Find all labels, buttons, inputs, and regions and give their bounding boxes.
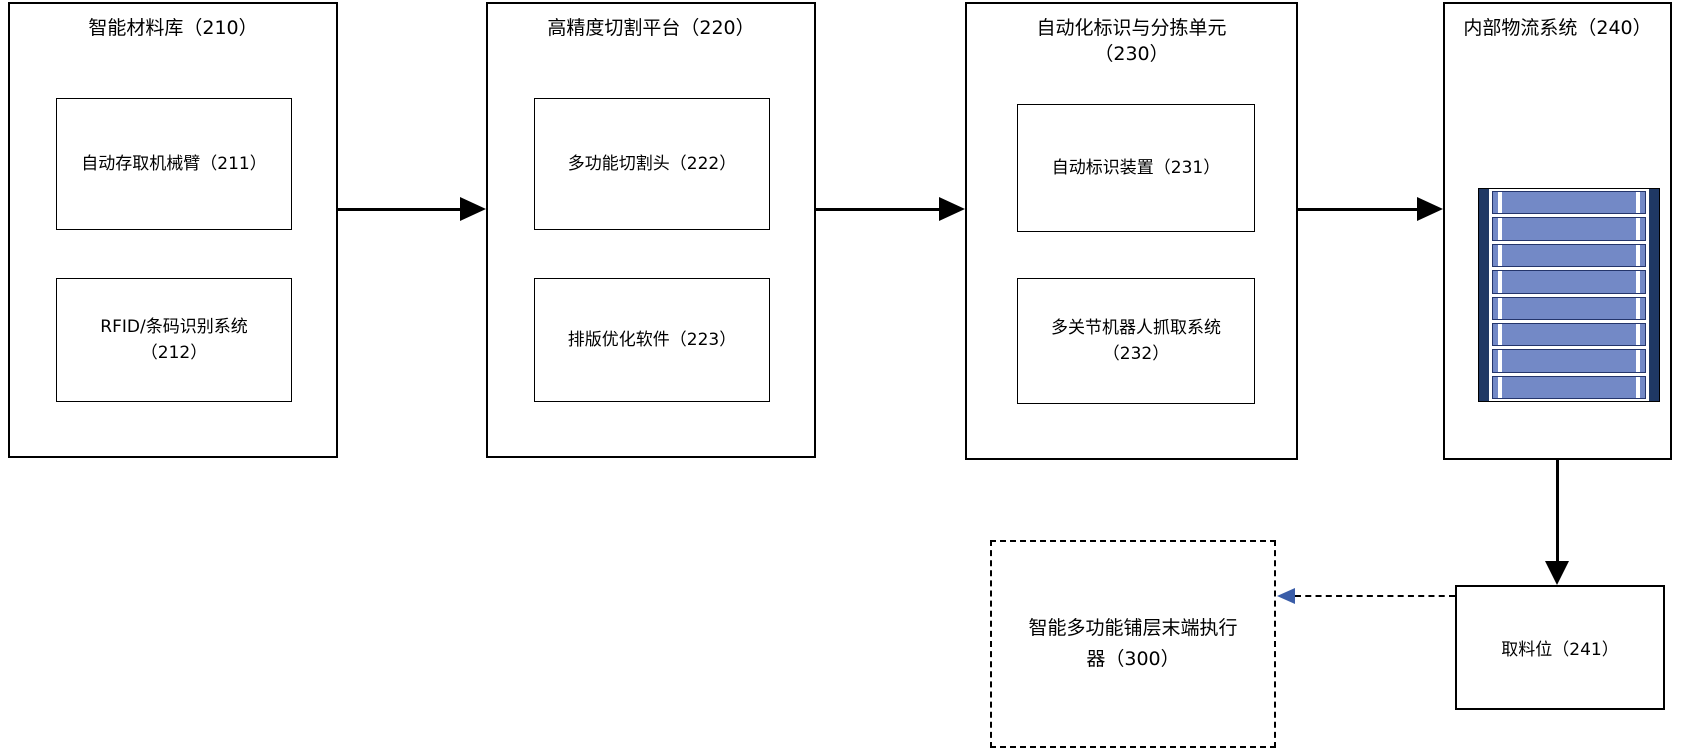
- end-effector-label-line2: 器（300）: [1086, 648, 1180, 670]
- inner-box-rfid-barcode-label-line2: （212）: [140, 343, 208, 363]
- inner-box-rfid-barcode: RFID/条码识别系统 （212）: [56, 278, 292, 402]
- conveyor-slat: [1492, 296, 1646, 320]
- arrow-210-to-220-shaft: [338, 208, 462, 211]
- box-internal-logistics: 内部物流系统（240）: [1443, 2, 1672, 460]
- arrow-220-to-230-head-icon: [939, 197, 965, 221]
- conveyor-rail-left: [1479, 189, 1489, 401]
- box-material-library-title-text: 智能材料库（210）: [88, 17, 258, 39]
- inner-box-cutting-head-label: 多功能切割头（222）: [567, 153, 737, 174]
- conveyor-slats: [1489, 189, 1649, 401]
- inner-box-marking-device: 自动标识装置（231）: [1017, 104, 1255, 232]
- conveyor-slat: [1492, 375, 1646, 399]
- arrow-240-to-241-shaft: [1556, 460, 1559, 562]
- dashed-arrow-241-to-300-head-icon: [1277, 588, 1295, 604]
- inner-box-robotic-arm: 自动存取机械臂（211）: [56, 98, 292, 230]
- inner-box-robot-grasping-label-line1: 多关节机器人抓取系统: [1051, 317, 1221, 338]
- arrow-210-to-220-head-icon: [460, 197, 486, 221]
- box-cutting-platform-title: 高精度切割平台（220）: [488, 4, 814, 42]
- inner-box-layout-software-label: 排版优化软件（223）: [567, 329, 737, 350]
- box-marking-sorting-unit-title-line2: （230）: [1094, 42, 1169, 65]
- pickup-station-label: 取料位（241）: [1501, 640, 1619, 660]
- conveyor-slat: [1492, 270, 1646, 294]
- arrow-230-to-240-shaft: [1298, 208, 1418, 211]
- arrow-240-to-241-head-icon: [1545, 561, 1569, 585]
- inner-box-robot-grasping: 多关节机器人抓取系统 （232）: [1017, 278, 1255, 404]
- conveyor-slat: [1492, 217, 1646, 241]
- box-marking-sorting-unit: 自动化标识与分拣单元 （230） 自动标识装置（231） 多关节机器人抓取系统 …: [965, 2, 1298, 460]
- box-internal-logistics-title: 内部物流系统（240）: [1445, 4, 1670, 42]
- inner-box-robot-grasping-label-line2: （232）: [1102, 344, 1170, 364]
- conveyor-rail-right: [1649, 189, 1659, 401]
- arrow-220-to-230-shaft: [816, 208, 940, 211]
- box-marking-sorting-unit-title: 自动化标识与分拣单元 （230）: [967, 4, 1296, 67]
- inner-box-layout-software: 排版优化软件（223）: [534, 278, 770, 402]
- end-effector-dashed-box: 智能多功能铺层末端执行 器（300）: [990, 540, 1276, 748]
- box-material-library-title: 智能材料库（210）: [10, 4, 336, 42]
- conveyor-slat: [1492, 349, 1646, 373]
- inner-box-cutting-head: 多功能切割头（222）: [534, 98, 770, 230]
- conveyor-slat: [1492, 191, 1646, 215]
- end-effector-label-line1: 智能多功能铺层末端执行: [1028, 616, 1238, 639]
- dashed-arrow-241-to-300-shaft: [1295, 595, 1455, 597]
- box-internal-logistics-title-text: 内部物流系统（240）: [1463, 17, 1652, 39]
- arrow-230-to-240-head-icon: [1417, 197, 1443, 221]
- conveyor-slat: [1492, 243, 1646, 268]
- conveyor-slat: [1492, 322, 1646, 347]
- inner-box-robotic-arm-label: 自动存取机械臂（211）: [81, 153, 267, 174]
- box-material-library: 智能材料库（210） 自动存取机械臂（211） RFID/条码识别系统 （212…: [8, 2, 338, 458]
- pickup-station-box: 取料位（241）: [1455, 585, 1665, 710]
- inner-box-rfid-barcode-label-line1: RFID/条码识别系统: [100, 316, 248, 337]
- conveyor-graphic: [1478, 188, 1660, 402]
- box-cutting-platform: 高精度切割平台（220） 多功能切割头（222） 排版优化软件（223）: [486, 2, 816, 458]
- box-marking-sorting-unit-title-line1: 自动化标识与分拣单元: [1036, 17, 1227, 39]
- box-cutting-platform-title-text: 高精度切割平台（220）: [547, 17, 755, 39]
- inner-box-marking-device-label: 自动标识装置（231）: [1051, 157, 1221, 178]
